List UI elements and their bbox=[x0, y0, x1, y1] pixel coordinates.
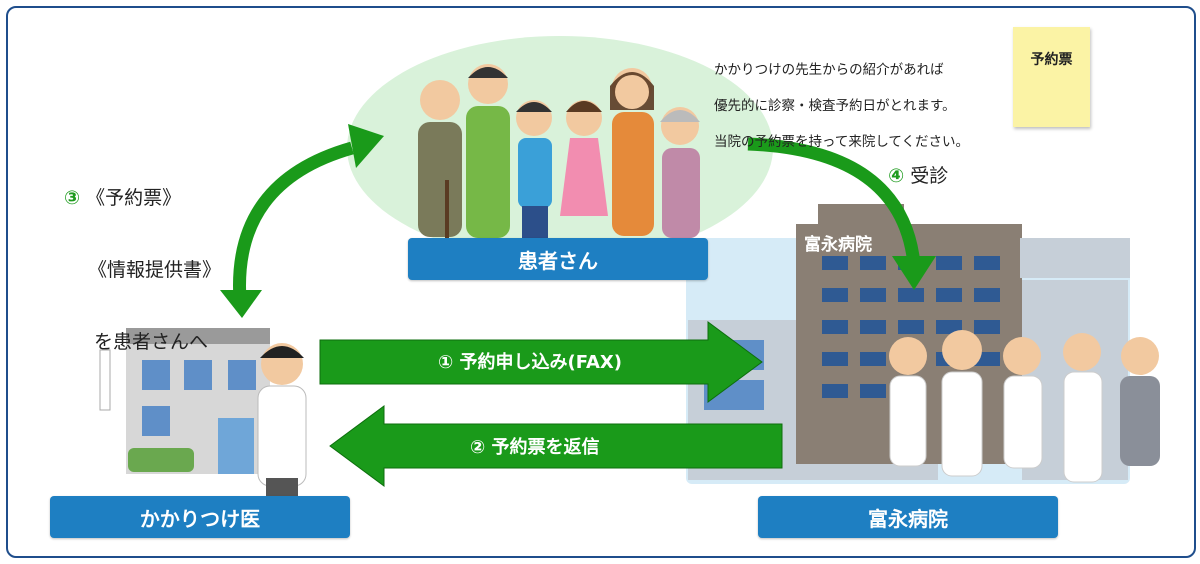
referral-note-line1: かかりつけの先生からの紹介があれば bbox=[714, 62, 944, 78]
step3-number: ③ bbox=[64, 187, 81, 209]
step2-label: ② 予約票を返信 bbox=[470, 437, 600, 458]
referral-note-line3: 当院の予約票を持って来院してください。 bbox=[714, 134, 970, 150]
arrow-ticket-reply bbox=[329, 405, 783, 487]
referral-note-line2: 優先的に診察・検査予約日がとれます。 bbox=[714, 98, 956, 114]
step4-text: ④ 受診 bbox=[876, 140, 948, 188]
referral-note: かかりつけの先生からの紹介があれば 優先的に診察・検査予約日がとれます。 当院の… bbox=[714, 43, 969, 169]
arrow-visit-curve bbox=[747, 137, 921, 265]
arrow-head-hospital bbox=[892, 256, 936, 290]
medical-staff-illustration bbox=[889, 330, 1160, 483]
hospital-label: 富永病院 bbox=[758, 496, 1058, 538]
patient-label: 患者さん bbox=[408, 238, 708, 280]
arrow-head-patients bbox=[348, 124, 384, 168]
clinic-label: かかりつけ医 bbox=[50, 496, 350, 538]
patients-oval bbox=[347, 36, 773, 260]
step4-number: ④ bbox=[888, 165, 905, 187]
step3-line1: 《予約票》 bbox=[86, 187, 182, 209]
step3-line2: 《情報提供書》 bbox=[88, 259, 222, 281]
arrow-reservation-request bbox=[319, 321, 763, 403]
arrow-to-patients-curve bbox=[233, 141, 354, 301]
reservation-ticket-sticky: 予約票 bbox=[1013, 27, 1090, 127]
patients-family-illustration bbox=[418, 64, 700, 240]
arrow-head-clinic bbox=[220, 290, 262, 318]
hospital-sign: 富永病院 bbox=[804, 234, 872, 255]
doctor-illustration bbox=[257, 343, 307, 500]
step3-text: ③ 《予約票》 《情報提供書》 を患者さんへ bbox=[64, 138, 221, 378]
step1-label: ① 予約申し込み(FAX) bbox=[438, 352, 622, 373]
step4-label: 受診 bbox=[910, 165, 949, 187]
reservation-ticket-label: 予約票 bbox=[1030, 52, 1073, 68]
step3-line3: を患者さんへ bbox=[94, 331, 209, 353]
clinic-building-illustration bbox=[99, 328, 270, 474]
